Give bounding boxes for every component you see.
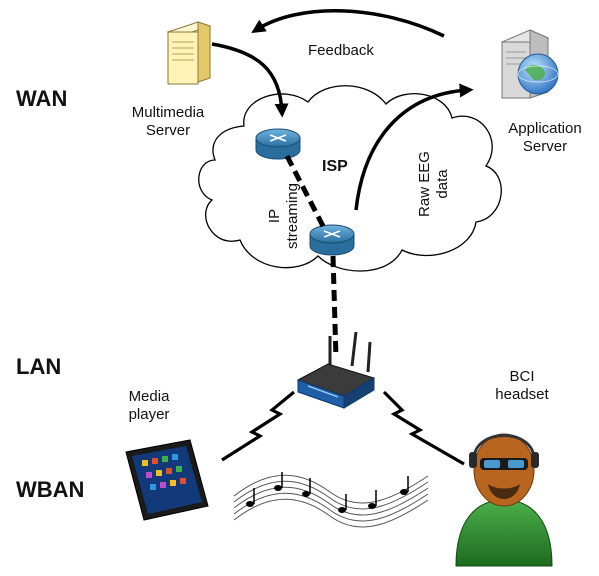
router-icon — [255, 128, 301, 160]
application-server-label-line1: Application — [508, 120, 582, 137]
media-player-label-line2: player — [128, 406, 170, 423]
ip-streaming-label-line2: streaming — [284, 183, 301, 249]
raw-eeg-label-line1: Raw EEG — [416, 151, 433, 217]
isp-label: ISP — [322, 158, 348, 175]
bci-headset-label-line2: headset — [495, 386, 549, 403]
web-server-icon — [500, 29, 559, 99]
wireless-router-icon — [296, 331, 376, 409]
music-notes-icon — [233, 472, 429, 528]
media-player-label: Media player — [114, 388, 184, 424]
application-server-label-line2: Server — [522, 138, 568, 155]
tier-label-wban: WBAN — [16, 477, 85, 502]
bci-headset-label: BCI headset — [484, 368, 560, 404]
tier-label-wan: WAN — [16, 86, 68, 111]
application-server-label: Application Server — [496, 120, 594, 156]
tower-server-icon — [166, 21, 212, 85]
feedback-label: Feedback — [308, 42, 374, 59]
arrows — [211, 8, 474, 211]
dashed-links — [284, 154, 339, 359]
multimedia-server-label: Multimedia Server — [118, 104, 218, 140]
bci-user-avatar-icon — [455, 433, 553, 567]
raw-eeg-label-line2: data — [434, 169, 451, 199]
multimedia-server-label-line2: Server — [145, 122, 191, 139]
tablet-icon — [125, 439, 209, 521]
raw-eeg-label: Raw EEG data — [416, 146, 452, 222]
tier-label-lan: LAN — [16, 354, 62, 379]
multimedia-server-label-line1: Multimedia — [131, 104, 205, 121]
media-player-label-line1: Media — [128, 388, 170, 405]
ip-streaming-label: IP streaming — [266, 178, 302, 254]
router-icon — [309, 224, 355, 256]
wireless-links — [221, 390, 465, 466]
ip-streaming-label-line1: IP — [266, 208, 283, 224]
bci-headset-label-line1: BCI — [509, 368, 535, 385]
